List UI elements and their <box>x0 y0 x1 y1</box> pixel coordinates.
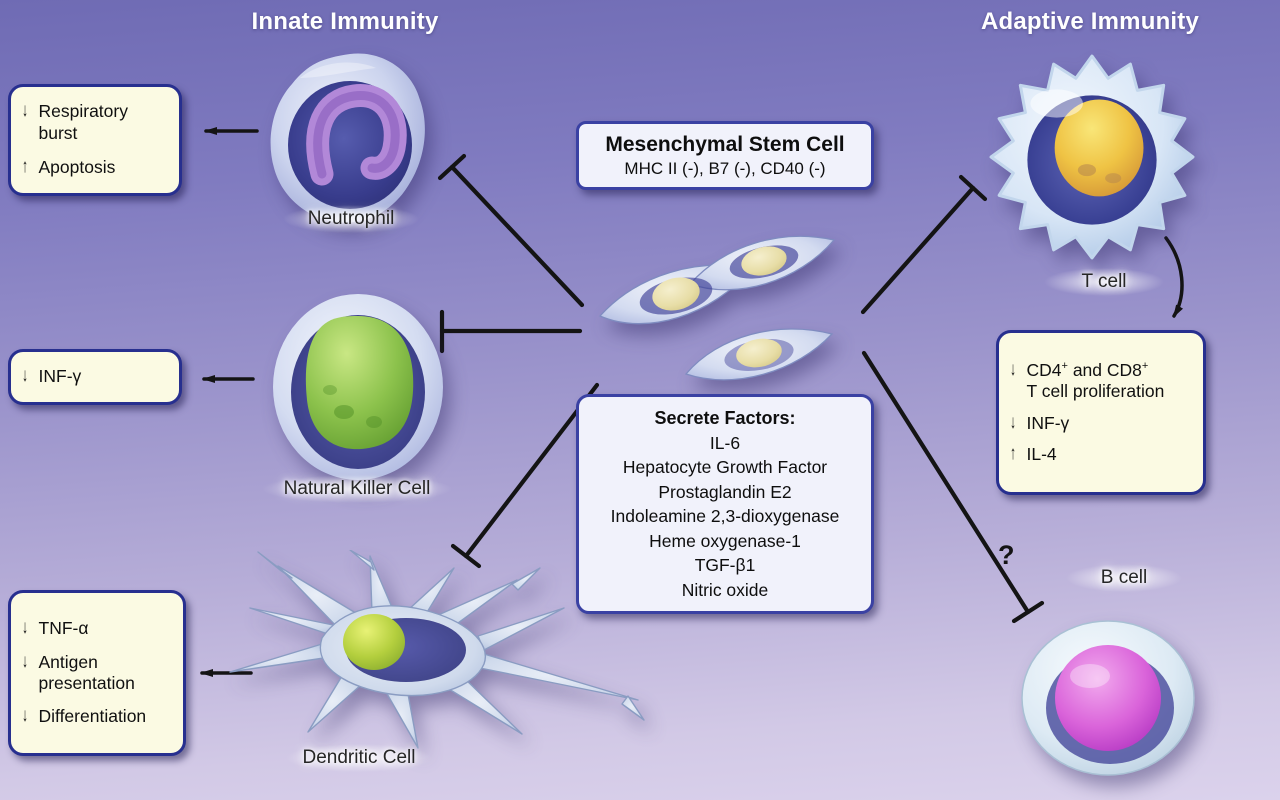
up-arrow-icon: ↑ <box>1010 442 1016 464</box>
inhibit-line-neutrophil <box>437 153 585 308</box>
down-arrow-icon: ↓ <box>22 365 28 387</box>
effect-text: Differentiation <box>38 706 147 727</box>
up-arrow-icon: ↑ <box>22 156 28 178</box>
tcell-effects-box: ↓ CD4+ and CD8+T cell proliferation ↓ IN… <box>996 330 1206 495</box>
effect-item: ↓ TNF-α <box>22 618 172 639</box>
t-cell-label: T cell <box>1044 268 1164 296</box>
msc-cells-illustration <box>598 235 836 381</box>
effect-text: CD4+ and CD8+T cell proliferation <box>1026 359 1165 402</box>
b-cell-question-mark: ? <box>998 540 1015 570</box>
effect-item: ↑ IL-4 <box>1010 442 1192 465</box>
nk-cell-illustration <box>273 294 443 480</box>
neutrophil-cell-illustration <box>270 53 425 223</box>
dendritic-effects-box: ↓ TNF-α ↓ Antigen presentation ↓ Differe… <box>8 590 186 756</box>
effect-text: INF-γ <box>38 366 82 387</box>
effect-text: INF-γ <box>1026 412 1070 433</box>
neutrophil-effects-box: ↓ Respiratory burst ↑ Apoptosis <box>8 84 182 196</box>
effect-text: Apoptosis <box>38 157 116 178</box>
down-arrow-icon: ↓ <box>1010 358 1016 380</box>
inhibit-line-nk <box>439 309 583 354</box>
down-arrow-icon: ↓ <box>22 650 28 672</box>
t-cell-illustration <box>989 54 1195 260</box>
effect-item: ↓ INF-γ <box>22 366 168 387</box>
secrete-factor: TGF-β1 <box>694 555 756 575</box>
secrete-factor: Prostaglandin E2 <box>658 481 792 502</box>
neutrophil-label: Neutrophil <box>283 205 419 233</box>
effect-text: IL-4 <box>1026 443 1057 464</box>
msc-panel: Mesenchymal Stem Cell MHC II (-), B7 (-)… <box>576 121 874 191</box>
secrete-factors-heading: Secrete Factors: <box>654 408 796 428</box>
b-cell-label: B cell <box>1066 564 1182 592</box>
effect-text: Respiratory burst <box>38 101 128 143</box>
effect-item: ↓ Antigen presentation <box>22 650 172 695</box>
msc-markers: MHC II (-), B7 (-), CD40 (-) <box>624 159 826 179</box>
effect-item: ↓ Respiratory burst <box>22 101 168 144</box>
down-arrow-icon: ↓ <box>1010 411 1016 433</box>
secrete-factor: Hepatocyte Growth Factor <box>622 457 828 477</box>
down-arrow-icon: ↓ <box>22 705 28 727</box>
b-cell-illustration <box>1021 620 1195 776</box>
secrete-factor: IL-6 <box>709 432 741 453</box>
adaptive-immunity-title: Adaptive Immunity <box>980 8 1200 35</box>
down-arrow-icon: ↓ <box>22 100 28 122</box>
secrete-factors-panel: Secrete Factors: IL-6 Hepatocyte Growth … <box>576 394 874 614</box>
nk-cell-label: Natural Killer Cell <box>262 475 452 503</box>
effect-text: TNF-α <box>38 618 89 639</box>
dendritic-cell-label: Dendritic Cell <box>286 744 432 772</box>
down-arrow-icon: ↓ <box>22 617 28 639</box>
secrete-factor: Nitric oxide <box>681 579 769 600</box>
effect-text: Antigen presentation <box>38 651 135 693</box>
msc-title: Mesenchymal Stem Cell <box>605 133 845 156</box>
effect-item: ↓ CD4+ and CD8+T cell proliferation <box>1010 358 1192 403</box>
secrete-factor: Indoleamine 2,3-dioxygenase <box>610 506 840 526</box>
secrete-factor: Heme oxygenase-1 <box>649 530 801 551</box>
effect-item: ↓ Differentiation <box>22 706 172 727</box>
effect-item: ↑ Apoptosis <box>22 157 168 178</box>
inhibit-line-tcell <box>860 174 988 315</box>
dendritic-cell-illustration <box>229 550 645 749</box>
effect-item: ↓ INF-γ <box>1010 411 1192 434</box>
innate-immunity-title: Innate Immunity <box>251 8 439 35</box>
nk-effects-box: ↓ INF-γ <box>8 349 182 405</box>
